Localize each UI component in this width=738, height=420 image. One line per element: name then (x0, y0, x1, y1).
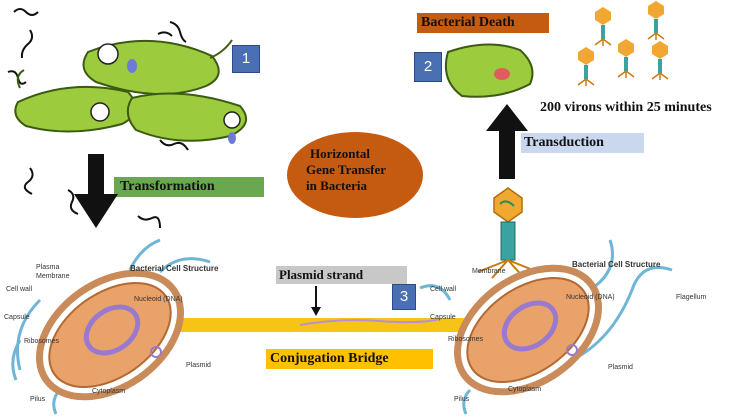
dying-bacteria-illustration (14, 39, 248, 144)
conjugation-bridge-label: Conjugation Bridge (270, 351, 389, 366)
right-part-membrane: Membrane (472, 268, 506, 275)
bacterial-death-label-bg (417, 13, 549, 33)
left-part-plasmid: Plasmid (186, 362, 211, 369)
left-part-ribosomes: Ribosomes (24, 338, 60, 345)
conjugation-bridge-label-bg (266, 349, 433, 369)
left-part-cell-wall: Cell wall (6, 286, 33, 293)
left-part-plasma: Plasma (36, 264, 60, 271)
plasmid-down-arrow (311, 286, 321, 316)
step-number-1: 1 (232, 45, 260, 73)
right-part-nucleoid: Nucleoid (DNA) (566, 294, 615, 301)
plasmid-strand-label: Plasmid strand (279, 267, 364, 282)
bacterial-death-label: Bacterial Death (421, 15, 515, 30)
center-title-line-1: Horizontal (310, 146, 370, 161)
right-part-cell-wall: Cell wall (430, 286, 457, 293)
right-part-capsule: Capsule (430, 314, 456, 321)
transduction-arrow (486, 104, 528, 179)
left-part-nucleoid: Nucleoid (DNA) (134, 296, 183, 303)
phage-injecting-illustration (477, 187, 539, 279)
transformation-label: Transformation (120, 179, 215, 194)
left-part-cytoplasm: Cytoplasm (92, 388, 126, 395)
left-part-pilus: Pilus (30, 396, 46, 403)
left-cell-title: Bacterial Cell Structure (130, 264, 219, 273)
step-number-3: 3 (392, 284, 416, 310)
center-title-circle (287, 132, 423, 218)
right-part-ribosomes: Ribosomes (448, 336, 484, 343)
right-part-pilus: Pilus (454, 396, 470, 403)
right-bacterial-cell (419, 239, 673, 415)
right-part-flagellum: Flagellum (676, 294, 707, 301)
center-title-line-2: Gene Transfer (306, 162, 387, 177)
left-part-membrane: Membrane (36, 273, 70, 280)
transduction-label: Transduction (524, 135, 604, 150)
virions-label: 200 virons within 25 minutes (540, 100, 712, 115)
plasmid-strand-label-bg (276, 266, 407, 284)
right-part-cytoplasm: Cytoplasm (508, 386, 542, 393)
left-bacterial-cell (11, 238, 211, 415)
transduction-label-bg (521, 133, 644, 153)
plasmid-strand-line (299, 318, 441, 326)
bacteriophage-icons (577, 1, 669, 86)
step-number-2: 2 (414, 52, 442, 82)
transformation-arrow (74, 154, 118, 228)
dead-bacterium-illustration (444, 43, 534, 98)
right-cell-title: Bacterial Cell Structure (572, 260, 661, 269)
center-title-line-3: in Bacteria (306, 178, 368, 193)
transformation-label-bg (114, 177, 264, 197)
left-part-capsule: Capsule (4, 314, 30, 321)
right-part-plasmid: Plasmid (608, 364, 633, 371)
